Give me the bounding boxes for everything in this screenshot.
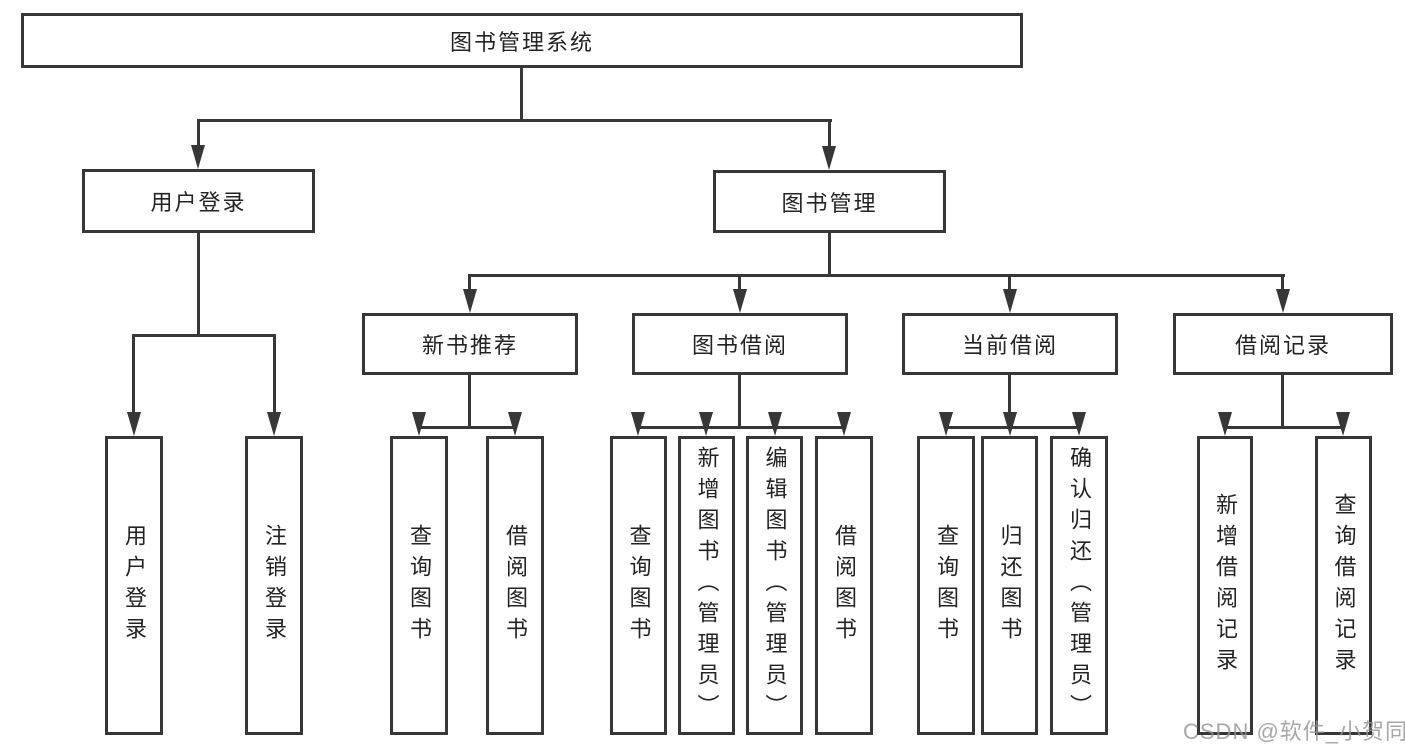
arrow-down-icon: [508, 412, 522, 436]
leaf-query-books-recommend: 查询图书: [390, 436, 448, 735]
arrow-down-icon: [127, 412, 141, 436]
leaf-query-books-borrowing: 查询图书: [610, 436, 667, 735]
node-root-label: 图书管理系统: [449, 29, 594, 55]
leaf-return-book-label: 归还图书: [997, 523, 1023, 648]
connector-bookmgmt-stem: [828, 233, 831, 277]
node-borrow-records-label: 借阅记录: [1234, 333, 1331, 358]
node-user-login-label: 用户登录: [150, 190, 247, 215]
leaf-borrow-books-borrowing: 借阅图书: [815, 436, 873, 735]
arrow-down-icon: [267, 412, 281, 436]
connector-userlogin-drop-1: [132, 334, 135, 414]
connector-records-stem: [1281, 375, 1284, 429]
node-new-book-recommend-label: 新书推荐: [421, 333, 518, 358]
connector-borrowing-stem: [738, 375, 741, 429]
connector-recommend-stem: [468, 375, 471, 429]
leaf-add-book-admin: 新增图书（管理员）: [678, 436, 735, 735]
leaf-query-borrow-record: 查询借阅记录: [1315, 436, 1372, 735]
leaf-add-book-admin-label: 新增图书（管理员）: [694, 446, 720, 725]
node-current-borrowing-label: 当前借阅: [961, 333, 1058, 358]
node-book-borrowing: 图书借阅: [632, 313, 848, 375]
node-root: 图书管理系统: [21, 13, 1023, 68]
connector-borrowing-rail: [636, 426, 846, 429]
connector-userlogin-rail: [132, 334, 276, 337]
node-book-borrowing-label: 图书借阅: [691, 333, 788, 358]
leaf-borrow-books-recommend-label: 借阅图书: [503, 523, 528, 648]
arrow-down-icon: [463, 289, 477, 313]
node-user-login: 用户登录: [82, 169, 315, 233]
arrow-down-icon: [191, 145, 205, 169]
node-book-management-label: 图书管理: [781, 190, 878, 216]
connector-root-drop-left: [197, 119, 200, 147]
arrow-down-icon: [699, 412, 713, 436]
arrow-down-icon: [1003, 412, 1017, 436]
leaf-borrow-books-recommend: 借阅图书: [486, 436, 544, 735]
arrow-down-icon: [822, 146, 836, 170]
arrow-down-icon: [412, 412, 426, 436]
leaf-add-borrow-record: 新增借阅记录: [1197, 436, 1253, 735]
node-new-book-recommend: 新书推荐: [362, 313, 578, 375]
arrow-down-icon: [939, 412, 953, 436]
arrow-down-icon: [768, 412, 782, 436]
arrow-down-icon: [1003, 289, 1017, 313]
connector-records-rail: [1223, 426, 1345, 429]
leaf-return-book: 归还图书: [981, 436, 1038, 735]
node-borrow-records: 借阅记录: [1173, 313, 1393, 375]
arrow-down-icon: [837, 412, 851, 436]
leaf-edit-book-admin-label: 编辑图书（管理员）: [762, 446, 788, 725]
arrow-down-icon: [1218, 412, 1232, 436]
leaf-confirm-return-admin-label: 确认归还（管理员）: [1067, 446, 1092, 725]
leaf-borrow-books-borrowing-label: 借阅图书: [832, 523, 857, 648]
connector-root-rail: [197, 119, 832, 122]
leaf-query-books-current: 查询图书: [917, 436, 975, 735]
node-book-management: 图书管理: [713, 170, 946, 233]
arrow-down-icon: [1276, 289, 1290, 313]
leaf-edit-book-admin: 编辑图书（管理员）: [746, 436, 803, 735]
connector-current-stem: [1008, 375, 1011, 429]
leaf-user-login: 用户登录: [105, 436, 163, 735]
watermark: CSDN @软件_小贺同学: [1183, 719, 1405, 744]
connector-recommend-rail: [417, 426, 517, 429]
connector-userlogin-stem: [197, 233, 200, 337]
node-current-borrowing: 当前借阅: [902, 313, 1118, 375]
leaf-confirm-return-admin: 确认归还（管理员）: [1050, 436, 1108, 735]
connector-userlogin-drop-2: [273, 334, 276, 414]
leaf-query-books-current-label: 查询图书: [934, 523, 959, 648]
connector-bookmgmt-drop-4: [1281, 274, 1284, 292]
leaf-add-borrow-record-label: 新增借阅记录: [1213, 492, 1238, 679]
arrow-down-icon: [733, 289, 747, 313]
leaf-query-books-borrowing-label: 查询图书: [626, 523, 652, 648]
connector-bookmgmt-drop-3: [1008, 274, 1011, 292]
connector-bookmgmt-drop-2: [738, 274, 741, 292]
arrow-down-icon: [631, 412, 645, 436]
leaf-query-borrow-record-label: 查询借阅记录: [1331, 492, 1357, 679]
connector-root-stem: [520, 67, 523, 121]
connector-bookmgmt-rail: [468, 274, 1285, 277]
connector-bookmgmt-drop-1: [468, 274, 471, 292]
leaf-user-login-label: 用户登录: [122, 523, 147, 648]
connector-root-drop-right: [828, 119, 831, 147]
leaf-logout: 注销登录: [245, 436, 303, 735]
arrow-down-icon: [1072, 412, 1086, 436]
leaf-query-books-recommend-label: 查询图书: [407, 523, 432, 648]
leaf-logout-label: 注销登录: [262, 523, 287, 648]
arrow-down-icon: [1336, 412, 1350, 436]
